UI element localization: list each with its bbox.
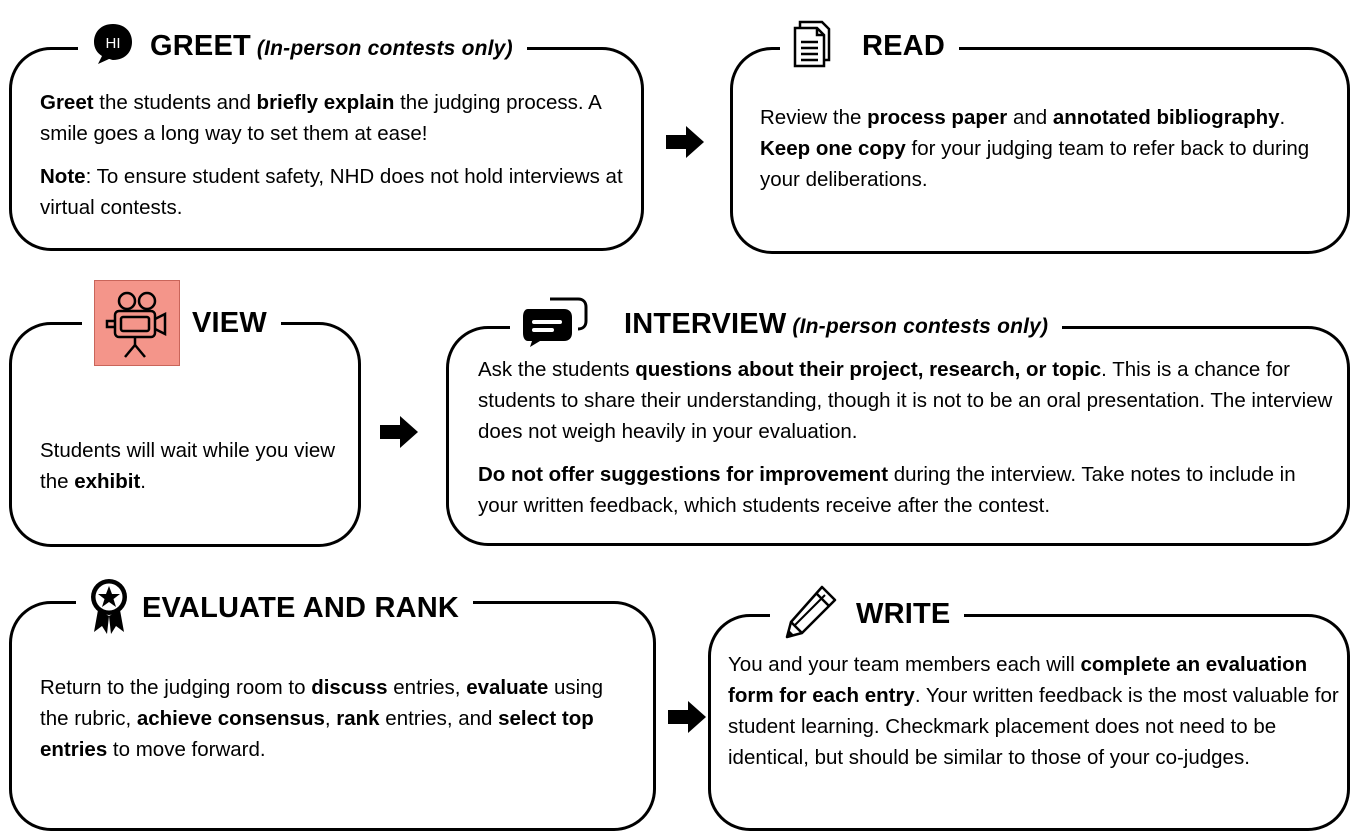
bold-text: Note (40, 165, 86, 188)
text: , (324, 707, 337, 730)
text: Review the (760, 106, 868, 129)
text: for your judging team to refer back to d… (760, 137, 1310, 191)
view-body: Students will wait while you view the ex… (40, 435, 340, 509)
view-title: VIEW (192, 306, 267, 339)
evaluate-body: Return to the judging room to discuss en… (40, 672, 630, 777)
bold-text: evaluate (466, 676, 549, 699)
text: Return to the judging room to (40, 676, 312, 699)
bold-text: exhibit (74, 470, 141, 493)
greet-paragraph-1: Greet the students and briefly explain t… (40, 87, 625, 149)
right-arrow-icon (666, 126, 704, 158)
award-ribbon-icon (88, 576, 130, 641)
read-card (730, 47, 1350, 254)
bold-text: annotated bibliography (1052, 106, 1280, 129)
text: Ask the students (478, 358, 636, 381)
text: . Your written feedback is the most valu… (728, 684, 1339, 769)
movie-camera-icon (94, 280, 180, 366)
write-card (708, 614, 1350, 831)
bold-text: Greet (40, 91, 94, 114)
text: using the rubric, (40, 676, 603, 730)
bold-text: process paper (867, 106, 1008, 129)
text: You and your team members each will (728, 653, 1081, 676)
document-icon (792, 20, 832, 73)
pencil-icon (782, 584, 838, 645)
text: to move forward. (107, 738, 266, 761)
read-header: READ (780, 20, 959, 72)
bold-text: questions about their project, research,… (635, 358, 1102, 381)
hi-icon-text: HI (106, 35, 121, 52)
right-arrow-icon (668, 701, 706, 733)
bold-text: briefly explain (256, 91, 395, 114)
evaluate-title: EVALUATE AND RANK (142, 591, 460, 624)
bold-text: select top entries (40, 707, 594, 761)
bold-text: achieve consensus (136, 707, 325, 730)
interview-paragraph-1: Ask the students questions about their p… (478, 354, 1338, 447)
chat-bubbles-icon (522, 297, 588, 352)
bold-text: discuss (311, 676, 388, 699)
text: the judging process. A smile goes a long… (40, 91, 601, 145)
write-header: WRITE (770, 585, 965, 640)
read-paragraph-1: Review the process paper and annotated b… (760, 102, 1330, 195)
hi-speech-bubble-icon: HI (90, 21, 136, 72)
text: Students will wait while you view the (40, 439, 336, 493)
text: entries, and (379, 707, 499, 730)
text: : To ensure student safety, NHD does not… (40, 165, 623, 219)
right-arrow-icon (380, 416, 418, 448)
write-body: You and your team members each will comp… (728, 649, 1340, 785)
bold-text: rank (336, 707, 380, 730)
text: and (1007, 106, 1053, 129)
write-title: WRITE (856, 597, 951, 630)
bold-text: Keep one copy (760, 137, 906, 160)
interview-paragraph-2: Do not offer suggestions for improvement… (478, 459, 1338, 521)
view-paragraph-1: Students will wait while you view the ex… (40, 435, 340, 497)
view-header: VIEW (82, 280, 281, 366)
evaluate-paragraph-1: Return to the judging room to discuss en… (40, 672, 630, 765)
text: entries, (387, 676, 467, 699)
greet-subtitle: (In-person contests only) (256, 36, 513, 60)
text: . This is a chance for students to share… (478, 358, 1333, 443)
text: . (1279, 106, 1286, 129)
text: during the interview. Take notes to incl… (478, 463, 1296, 517)
interview-subtitle: (In-person contests only) (792, 314, 1049, 338)
bold-text: Do not offer suggestions for improvement (478, 463, 889, 486)
text: the students and (93, 91, 257, 114)
read-title: READ (862, 29, 945, 62)
greet-title: GREET (150, 29, 251, 62)
write-paragraph-1: You and your team members each will comp… (728, 649, 1340, 773)
greet-paragraph-2: Note: To ensure student safety, NHD does… (40, 161, 625, 223)
interview-header: INTERVIEW(In-person contests only) (510, 297, 1063, 352)
interview-body: Ask the students questions about their p… (478, 354, 1338, 533)
text: . (140, 470, 146, 493)
interview-title: INTERVIEW (624, 307, 787, 340)
read-body: Review the process paper and annotated b… (760, 102, 1330, 207)
greet-body: Greet the students and briefly explain t… (40, 87, 625, 235)
greet-header: HI GREET(In-person contests only) (78, 20, 527, 72)
bold-text: complete an evaluation form for each ent… (728, 653, 1308, 707)
evaluate-header: EVALUATE AND RANK (76, 576, 474, 641)
